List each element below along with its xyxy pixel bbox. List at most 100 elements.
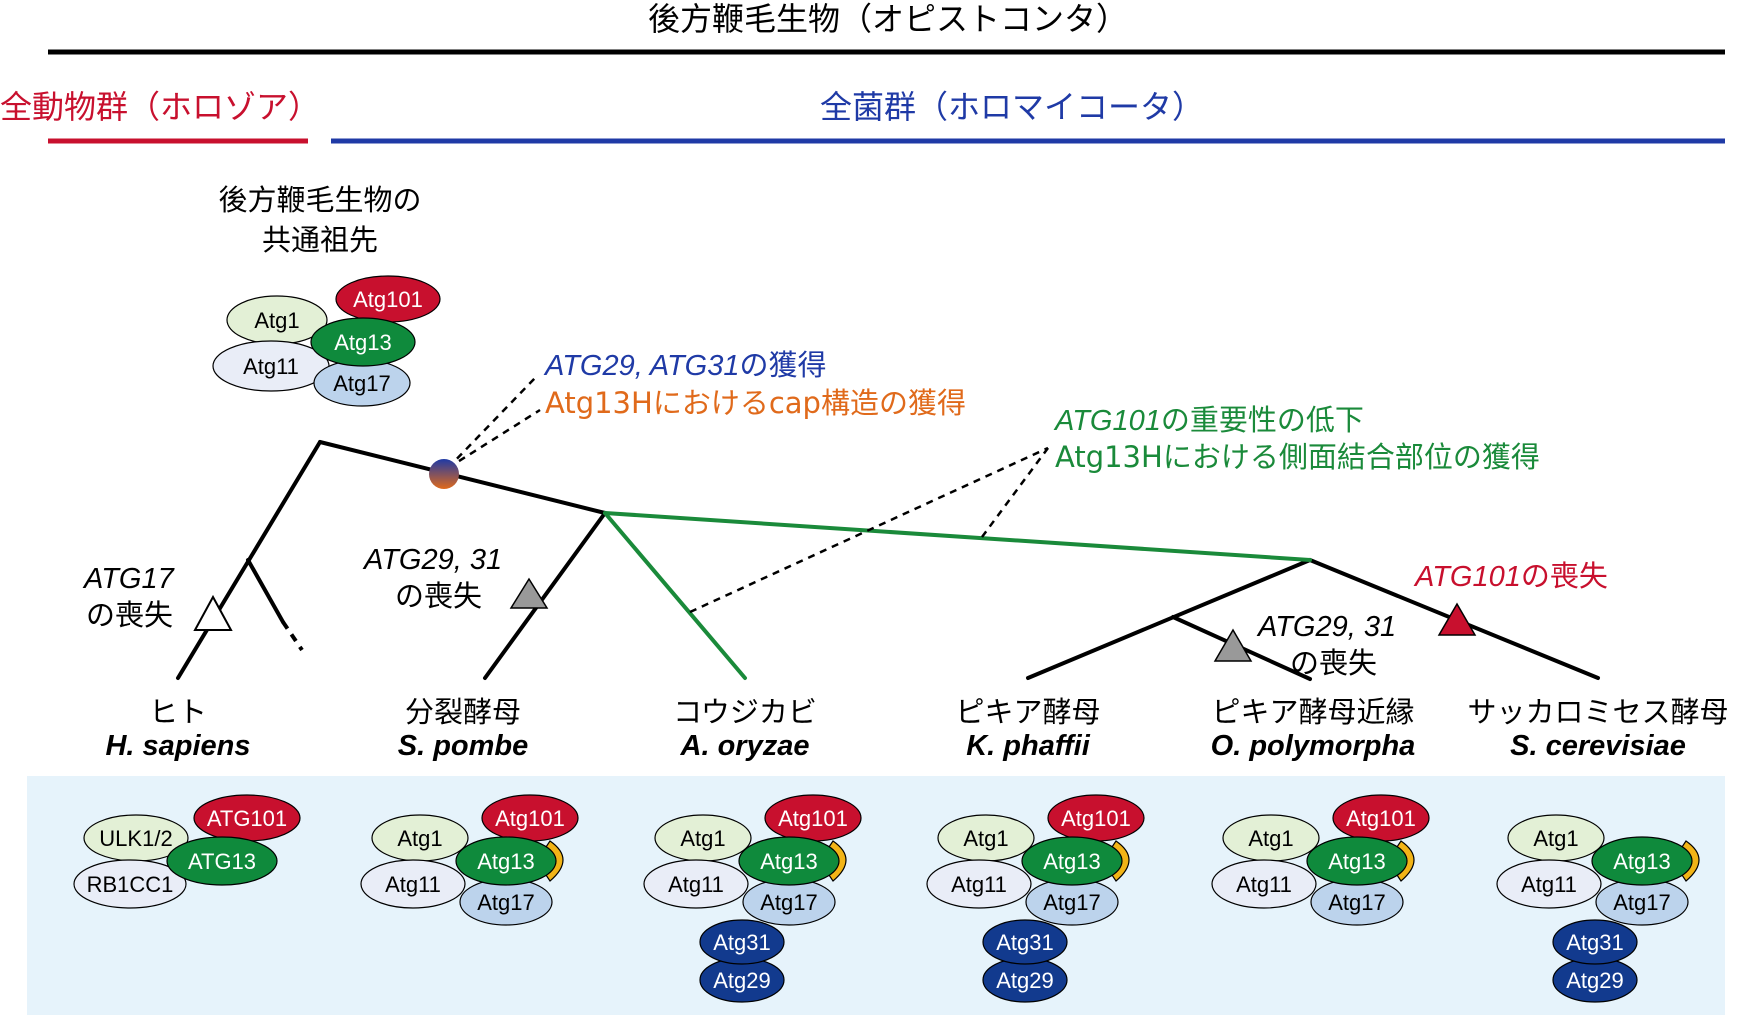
ancestor-label-line1: 後方鞭毛生物の: [218, 183, 421, 217]
ancestor-atg1-label: Atg1: [254, 308, 299, 333]
spombe-atg11-shape: [360, 859, 466, 909]
spombe-atg101-label: Atg101: [495, 806, 565, 831]
holozoa-label: 全動物群（ホロゾア）: [0, 88, 320, 126]
ancestor-label-line2: 共通祖先: [262, 223, 378, 257]
aoryzae-atg101-label: Atg101: [778, 806, 848, 831]
opoly-atg13-shape: [1306, 836, 1408, 886]
species-latin-scer: S. cerevisiae: [1510, 730, 1686, 762]
scer-atg13-shape: [1591, 836, 1693, 886]
kphaffii-atg31-shape: [982, 919, 1068, 965]
species-jp-scer: サッカロミセス酵母: [1467, 695, 1728, 729]
species-jp-spombe: 分裂酵母: [405, 695, 521, 729]
scer-atg11-shape: [1496, 859, 1602, 909]
ancestor-complex: Atg1 Atg11 Atg101 Atg17 Atg13: [212, 275, 441, 407]
scer-atg13-label: Atg13: [1613, 849, 1671, 874]
kphaffii-atg101-label: Atg101: [1061, 806, 1131, 831]
species-latin-kphaffii: K. phaffii: [966, 730, 1090, 762]
ancestor-atg17-label: Atg17: [333, 371, 391, 396]
kphaffii-atg11-shape: [926, 859, 1032, 909]
atg101-reduce-label: ATG101の重要性の低下: [1053, 403, 1364, 437]
spombe-loss-name: ATG29, 31: [362, 544, 502, 576]
aoryzae-atg31-label: Atg31: [713, 930, 771, 955]
species-latin-human: H. sapiens: [105, 730, 250, 762]
kphaffii-atg13-shape: [1021, 836, 1123, 886]
scer-atg11-label: Atg11: [1521, 872, 1577, 897]
ancestor-atg101-label: Atg101: [353, 287, 423, 312]
human-ulk: ULK1/2: [99, 826, 172, 851]
complex-human: ULK1/2 RB1CC1 ATG101 ATG13: [73, 794, 301, 909]
species-latin-aoryzae: A. oryzae: [680, 730, 810, 762]
scer-atg17-label: Atg17: [1613, 890, 1671, 915]
kphaffii-atg11-label: Atg11: [951, 872, 1007, 897]
opoly-loss-name: ATG29, 31: [1256, 611, 1396, 643]
opoly-atg17-label: Atg17: [1328, 890, 1386, 915]
spombe-atg13-label: Atg13: [477, 849, 535, 874]
holomycota-label: 全菌群（ホロマイコータ）: [820, 88, 1204, 126]
tree-branches-green: [603, 511, 1312, 680]
complex-panel: [27, 776, 1725, 1015]
spombe-atg11-label: Atg11: [385, 872, 441, 897]
opoly-atg1-label: Atg1: [1248, 826, 1293, 851]
kphaffii-atg29-label: Atg29: [996, 968, 1054, 993]
spombe-atg17-label: Atg17: [477, 890, 535, 915]
human-lost-branch: [281, 620, 304, 652]
opoly-loss-marker: [1213, 628, 1253, 662]
human-atg101: ATG101: [207, 806, 287, 831]
species-jp-human: ヒト: [149, 695, 207, 729]
aoryzae-atg31-shape: [699, 919, 785, 965]
aoryzae-atg13-shape: [738, 836, 840, 886]
opoly-atg11-label: Atg11: [1236, 872, 1292, 897]
opoly-atg101-label: Atg101: [1346, 806, 1416, 831]
species-labels: ヒト H. sapiens 分裂酵母 S. pombe コウジカビ A. ory…: [105, 695, 1728, 762]
ancestor-atg13-label: Atg13: [334, 330, 392, 355]
aoryzae-atg11-shape: [643, 859, 749, 909]
ancestor-atg11-label: Atg11: [243, 354, 299, 379]
gain-atg29-31-label: ATG29, ATG31の獲得: [543, 348, 827, 382]
spombe-atg1-label: Atg1: [397, 826, 442, 851]
kphaffii-atg31-label: Atg31: [996, 930, 1054, 955]
aoryzae-atg11-label: Atg11: [668, 872, 724, 897]
scer-atg31-shape: [1552, 919, 1638, 965]
atg17-loss-marker: [193, 594, 233, 631]
human-atg13: ATG13: [188, 849, 256, 874]
atg17-loss-suffix: の喪失: [86, 598, 173, 632]
spombe-atg13-shape: [455, 836, 557, 886]
scer-atg1-label: Atg1: [1533, 826, 1578, 851]
spombe-loss-suffix: の喪失: [395, 579, 482, 613]
species-latin-spombe: S. pombe: [398, 730, 529, 762]
scer-atg31-label: Atg31: [1566, 930, 1624, 955]
kphaffii-atg1-label: Atg1: [963, 826, 1008, 851]
aoryzae-atg29-label: Atg29: [713, 968, 771, 993]
aoryzae-atg13-label: Atg13: [760, 849, 818, 874]
spombe-loss-marker: [509, 577, 549, 609]
species-jp-opoly: ピキア酵母近縁: [1211, 695, 1414, 729]
opoly-loss-suffix: の喪失: [1290, 646, 1377, 680]
human-rb1cc1: RB1CC1: [87, 872, 174, 897]
aoryzae-atg1-label: Atg1: [680, 826, 725, 851]
scer-atg29-label: Atg29: [1566, 968, 1624, 993]
ancestor-atg13: [310, 317, 416, 367]
opoly-atg13-label: Atg13: [1328, 849, 1386, 874]
atg101-loss-label: ATG101の喪失: [1413, 559, 1608, 593]
species-latin-opoly: O. polymorpha: [1211, 730, 1416, 762]
header-title: 後方鞭毛生物（オピストコンタ）: [648, 0, 1128, 38]
aoryzae-atg17-label: Atg17: [760, 890, 818, 915]
kphaffii-atg13-label: Atg13: [1043, 849, 1101, 874]
kphaffii-atg17-label: Atg17: [1043, 890, 1101, 915]
atg17-loss-name: ATG17: [82, 563, 176, 595]
callout-lines: [447, 377, 1050, 614]
atg101-loss-marker: [1437, 602, 1477, 636]
opoly-atg11-shape: [1211, 859, 1317, 909]
species-jp-aoryzae: コウジカビ: [673, 695, 817, 729]
cap-gain-label: Atg13Hにおけるcap構造の獲得: [545, 386, 966, 420]
side-site-gain-label: Atg13Hにおける側面結合部位の獲得: [1055, 440, 1540, 474]
gain-event-node: [429, 459, 459, 489]
species-jp-kphaffii: ピキア酵母: [955, 695, 1100, 729]
